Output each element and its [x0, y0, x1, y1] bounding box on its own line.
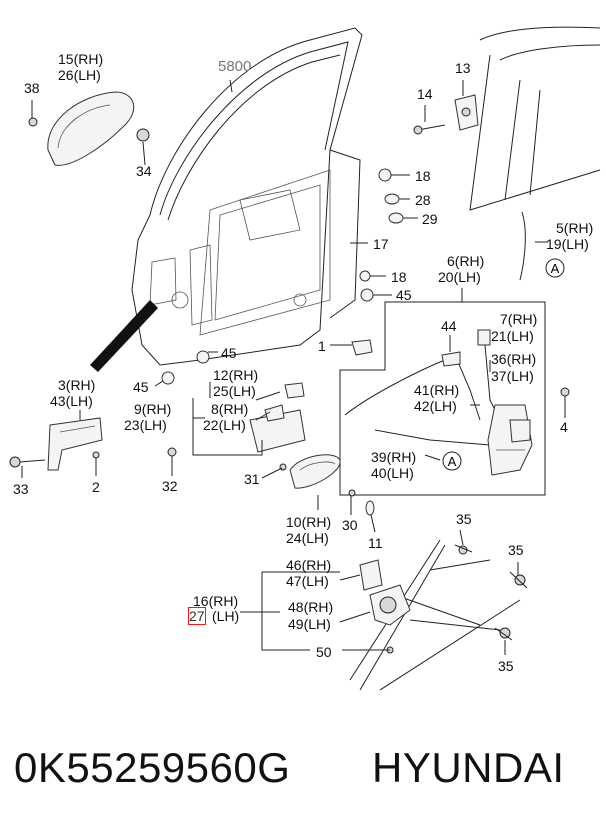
- label-35b: 35: [508, 542, 524, 558]
- label-27lh: (LH): [212, 608, 240, 624]
- label-11: 11: [368, 535, 383, 551]
- label-5rh: 5(RH): [556, 220, 594, 236]
- callout-a-2-text: A: [448, 454, 457, 469]
- label-36rh: 36(RH): [491, 351, 537, 367]
- label-22lh: 22(LH): [203, 417, 246, 433]
- ring-28: [384, 193, 400, 205]
- grommet-18a: [378, 168, 392, 182]
- callout-a-1: [545, 258, 565, 278]
- label-48rh: 48(RH): [288, 599, 334, 615]
- label-41rh: 41(RH): [414, 382, 460, 398]
- label-32: 32: [162, 478, 178, 494]
- label-5800: 5800: [218, 58, 252, 75]
- label-31: 31: [244, 471, 260, 487]
- label-15rh: 15(RH): [58, 51, 104, 67]
- outside-handle: [28, 91, 150, 166]
- label-4: 4: [560, 419, 568, 435]
- label-8rh: 8(RH): [211, 401, 249, 417]
- door-check: [9, 417, 103, 471]
- label-3rh: 3(RH): [58, 377, 96, 393]
- label-49lh: 49(LH): [288, 616, 331, 632]
- label-14: 14: [417, 86, 433, 102]
- label-12rh: 12(RH): [213, 367, 259, 383]
- label-45a: 45: [396, 287, 412, 303]
- label-27-highlighted: 27: [188, 607, 206, 625]
- plug-45b: [196, 350, 210, 364]
- callout-a-1-text: A: [551, 261, 560, 276]
- brand-name: HYUNDAI: [372, 744, 565, 791]
- label-45c: 45: [133, 379, 149, 395]
- label-46rh: 46(RH): [286, 557, 332, 573]
- label-44: 44: [441, 318, 457, 334]
- label-2: 2: [92, 479, 100, 495]
- label-42lh: 42(LH): [414, 398, 457, 414]
- window-regulator: [349, 539, 528, 691]
- leader-lines: [21, 79, 566, 655]
- label-23lh: 23(LH): [124, 417, 167, 433]
- part-number: 0K55259560G: [14, 744, 291, 791]
- label-33: 33: [13, 481, 29, 497]
- latch-rods: [344, 329, 501, 446]
- label-21lh: 21(LH): [491, 328, 534, 344]
- plug-45c: [161, 371, 175, 385]
- label-19lh: 19(LH): [546, 236, 589, 252]
- label-45b: 45: [221, 345, 237, 361]
- label-18b: 18: [391, 269, 407, 285]
- plug-45a: [360, 288, 374, 302]
- label-24lh: 24(LH): [286, 530, 329, 546]
- label-7rh: 7(RH): [500, 311, 538, 327]
- door-frame: [90, 27, 363, 372]
- label-30: 30: [342, 517, 358, 533]
- latch-group-box: [339, 288, 546, 496]
- label-38: 38: [24, 80, 40, 96]
- label-25lh: 25(LH): [213, 383, 256, 399]
- label-20lh: 20(LH): [438, 269, 481, 285]
- label-40lh: 40(LH): [371, 465, 414, 481]
- label-39rh: 39(RH): [371, 449, 417, 465]
- ring-29: [388, 212, 404, 224]
- label-37lh: 37(LH): [491, 368, 534, 384]
- label-18a: 18: [415, 168, 431, 184]
- inside-handle: [167, 382, 375, 516]
- label-1: 1: [318, 338, 326, 354]
- callout-a-2: [442, 451, 462, 471]
- hinge-upper: [413, 94, 479, 135]
- label-43lh: 43(LH): [50, 393, 93, 409]
- label-35a: 35: [456, 511, 472, 527]
- label-10rh: 10(RH): [286, 514, 332, 530]
- body-pillar: [469, 26, 601, 211]
- label-35c: 35: [498, 658, 514, 674]
- grommet-18b: [359, 270, 371, 282]
- label-26lh: 26(LH): [58, 67, 101, 83]
- label-34: 34: [136, 163, 152, 179]
- label-17: 17: [373, 236, 389, 252]
- bracket-1: [351, 339, 373, 356]
- label-29: 29: [422, 211, 438, 227]
- weatherstrip-5: [519, 211, 526, 281]
- label-28: 28: [415, 192, 431, 208]
- label-13: 13: [455, 60, 471, 76]
- label-47lh: 47(LH): [286, 573, 329, 589]
- door-latch: [487, 387, 570, 476]
- label-16rh: 16(RH): [193, 593, 239, 609]
- label-6rh: 6(RH): [447, 253, 485, 269]
- label-9rh: 9(RH): [134, 401, 172, 417]
- label-50: 50: [316, 644, 332, 660]
